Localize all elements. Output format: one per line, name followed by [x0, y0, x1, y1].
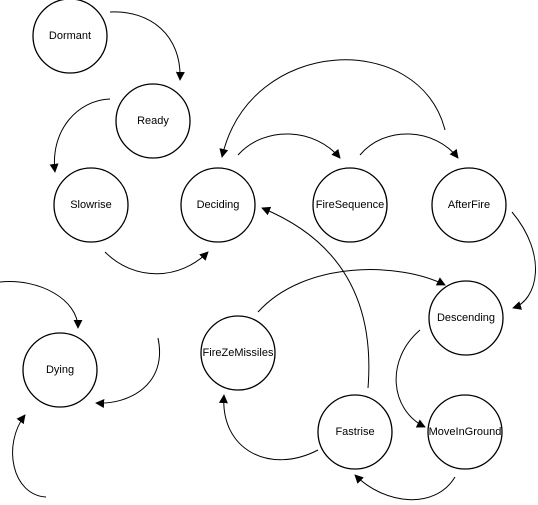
state-label: Deciding — [197, 199, 240, 211]
arrow-fastrise-to-firezemissiles — [218, 394, 319, 461]
arrow-dormant-to-ready — [109, 11, 185, 81]
arrow-moveinground-to-fastrise — [354, 474, 456, 501]
arrow-deciding-to-firesequence — [237, 133, 341, 159]
state-after-fire: AfterFire — [431, 167, 507, 243]
transitions — [0, 11, 536, 501]
state-label: Ready — [137, 115, 169, 127]
state-fire-sequence: FireSequence — [312, 167, 388, 243]
state-move-in-ground: MoveInGround — [427, 394, 503, 470]
state-label: Dormant — [49, 30, 91, 42]
arrow-incoming-to-dying-top — [0, 281, 83, 329]
state-label: Descending — [437, 312, 495, 324]
state-label: Slowrise — [70, 199, 112, 211]
arrow-fastrise-to-deciding — [261, 206, 370, 389]
state-label: Dying — [46, 364, 74, 376]
state-dormant: Dormant — [32, 0, 108, 74]
state-ready: Ready — [115, 83, 191, 159]
state-slowrise: Slowrise — [53, 167, 129, 243]
state-fastrise: Fastrise — [317, 394, 393, 470]
arrow-ready-to-slowrise — [49, 98, 111, 173]
state-deciding: Deciding — [180, 167, 256, 243]
arrow-slowrise-to-deciding — [104, 251, 209, 275]
arrow-afterfire-to-deciding — [219, 59, 446, 158]
arrow-incoming-to-dying-right — [95, 337, 160, 408]
state-label: FireSequence — [316, 199, 385, 211]
state-label: FireZeMissiles — [203, 347, 274, 359]
arrow-firezemissiles-to-descending — [257, 269, 446, 313]
state-dying: Dying — [22, 332, 98, 408]
arrow-descending-to-moveinground — [395, 329, 426, 428]
state-descending: Descending — [428, 280, 504, 356]
state-label: Fastrise — [335, 426, 374, 438]
state-fire-ze-missiles: FireZeMissiles — [200, 315, 276, 391]
state-label: AfterFire — [448, 199, 490, 211]
state-label: MoveInGround — [429, 426, 502, 438]
arrow-afterfire-to-descending — [511, 211, 536, 310]
arrow-firesequence-to-afterfire — [359, 133, 459, 159]
arrow-incoming-to-dying-bottom — [12, 414, 47, 498]
